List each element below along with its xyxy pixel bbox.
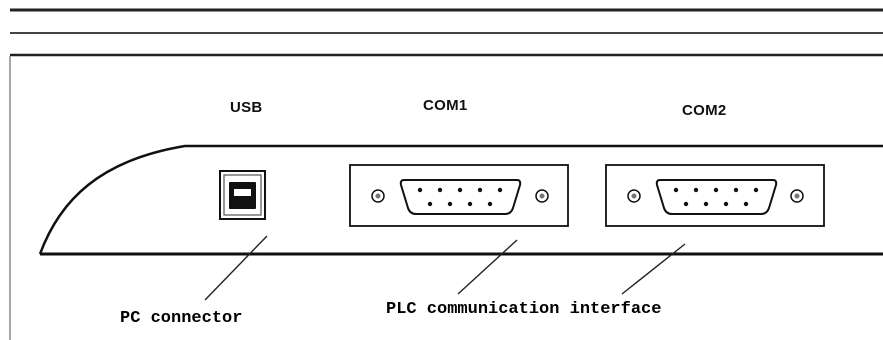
usb-port-label: USB [230,99,263,116]
usb-port-frame [219,170,266,220]
com2-pin [753,187,759,193]
port-panel-outline [38,144,883,255]
com1-pin [487,201,493,207]
com1-port-label: COM1 [423,97,468,114]
com2-pin [733,187,739,193]
com1-d-sub-shell [399,179,522,215]
usb-leader-line [204,235,268,301]
com2-pins [673,187,759,207]
usb-port-inner-frame [223,174,262,216]
com1-pin [467,201,473,207]
com2-leader-line [621,243,686,295]
com1-pins [417,187,503,207]
com2-right-screw-center [794,193,800,199]
usb-port [219,170,266,220]
com1-pin [477,187,483,193]
com2-port-label: COM2 [682,102,727,119]
com2-left-screw-center [631,193,637,199]
com2-d-sub-shell [655,179,778,215]
com2-pin [723,201,729,207]
com1-left-screw-center [375,193,381,199]
pc-connector-callout: PC connector [120,309,242,328]
com2-pin [703,201,709,207]
com2-pin [743,201,749,207]
housing-top-lines [10,8,883,57]
com2-pin [683,201,689,207]
com2-pin [693,187,699,193]
com2-pin [713,187,719,193]
com1-db9-port [349,164,569,227]
com2-db9-port [605,164,825,227]
com1-leader-line [457,239,518,295]
com1-pin [417,187,423,193]
com1-pin [457,187,463,193]
com2-pin [673,187,679,193]
com1-pin [437,187,443,193]
com1-pin [497,187,503,193]
plc-interface-callout: PLC communication interface [386,300,661,319]
com1-right-screw-center [539,193,545,199]
com1-pin [447,201,453,207]
com1-pin [427,201,433,207]
usb-port-tongue [234,189,251,196]
